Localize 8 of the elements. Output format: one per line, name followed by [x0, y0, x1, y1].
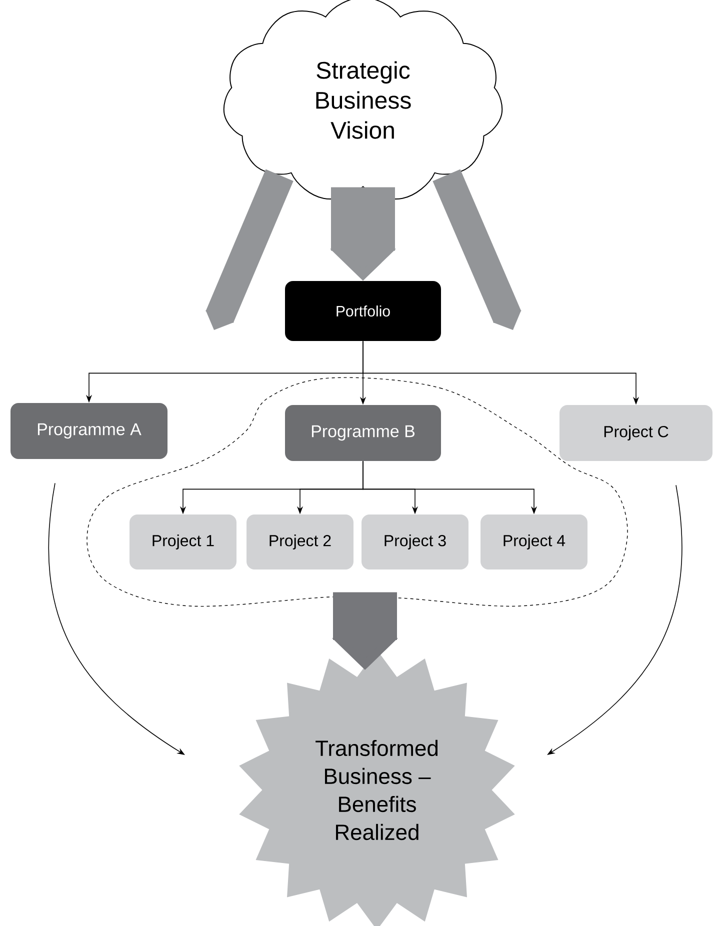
project-box: Project C	[560, 405, 712, 461]
project-box: Project 1	[130, 514, 236, 570]
project-box: Project 3	[362, 514, 468, 570]
project-box: Project 4	[480, 514, 588, 570]
project-box: Project 2	[246, 514, 354, 570]
portfolio-box: Portfolio	[285, 281, 441, 341]
programme-box: Programme A	[10, 403, 168, 459]
programme-box: Programme B	[285, 405, 441, 461]
